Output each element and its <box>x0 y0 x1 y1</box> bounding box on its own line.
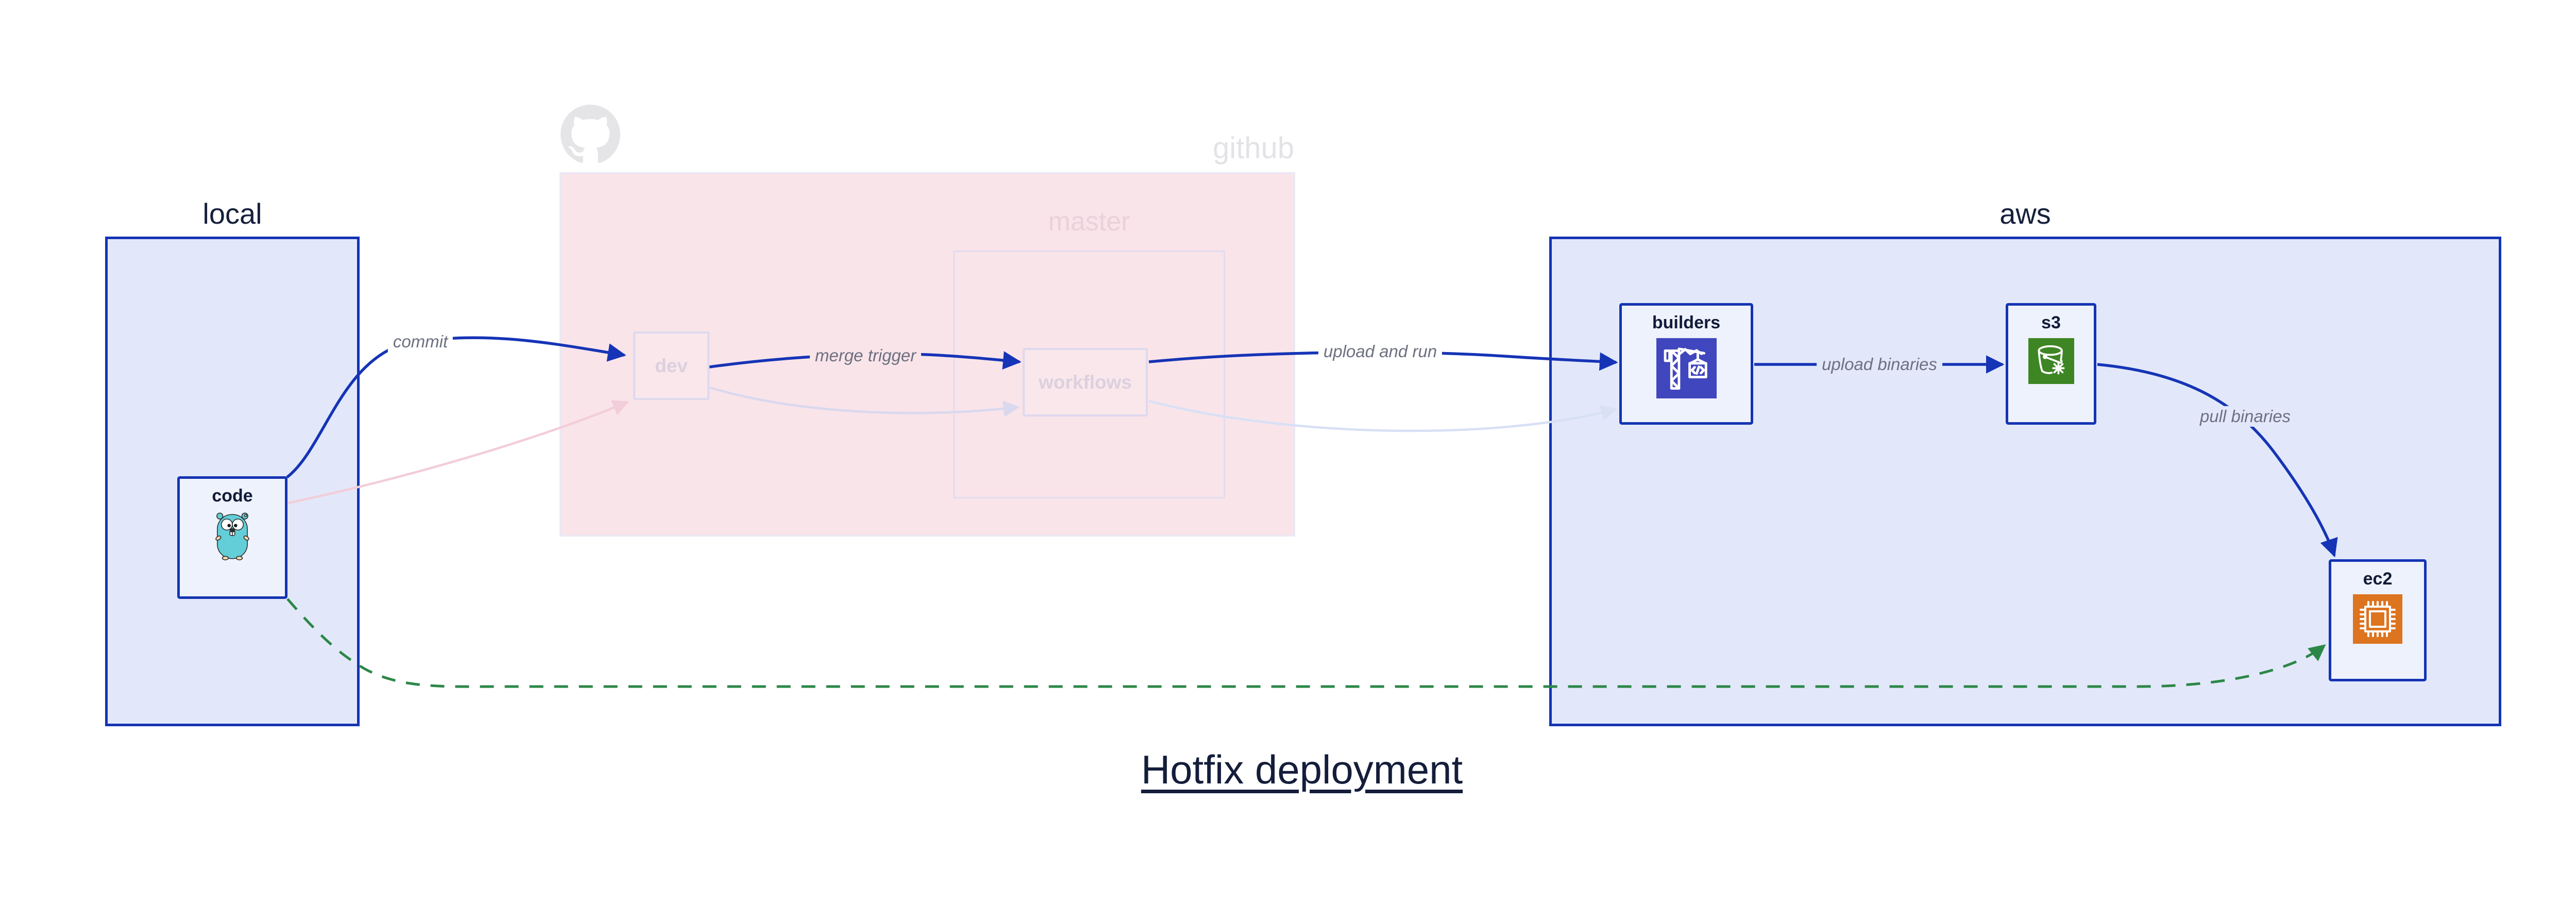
master-branch-box <box>953 250 1225 498</box>
edge-label-pull-binaries: pull binaries <box>2194 406 2296 427</box>
local-container-label: local <box>202 197 262 230</box>
node-s3-label: s3 <box>2041 313 2061 332</box>
go-gopher-icon <box>215 511 250 562</box>
ec2-chip-icon <box>2353 594 2402 644</box>
node-dev: dev <box>633 331 709 400</box>
node-ec2: ec2 <box>2329 559 2427 681</box>
edge-label-commit: commit <box>387 331 453 353</box>
node-builders-label: builders <box>1652 313 1721 332</box>
node-ec2-label: ec2 <box>2363 569 2393 589</box>
github-octocat-icon <box>561 105 620 163</box>
node-builders: builders <box>1619 303 1753 425</box>
diagram-title-text: Hotfix deployment <box>1141 747 1463 792</box>
codebuild-crane-icon <box>1656 338 1717 398</box>
diagram-title: Hotfix deployment <box>0 746 2576 793</box>
master-branch-label: master <box>1048 207 1130 237</box>
aws-container-label: aws <box>1999 197 2051 230</box>
github-container-label: github <box>1212 131 1294 165</box>
edge-label-upload-and-run: upload and run <box>1318 341 1443 362</box>
node-code: code <box>177 476 287 599</box>
edge-label-merge-trigger: merge trigger <box>809 345 922 366</box>
node-workflows-label: workflows <box>1039 371 1132 393</box>
node-code-label: code <box>212 486 253 506</box>
node-dev-label: dev <box>655 355 688 376</box>
node-workflows: workflows <box>1023 348 1148 416</box>
node-s3: s3 <box>2006 303 2096 425</box>
edge-label-upload-binaries: upload binaries <box>1817 354 1942 375</box>
s3-bucket-icon <box>2028 338 2074 384</box>
